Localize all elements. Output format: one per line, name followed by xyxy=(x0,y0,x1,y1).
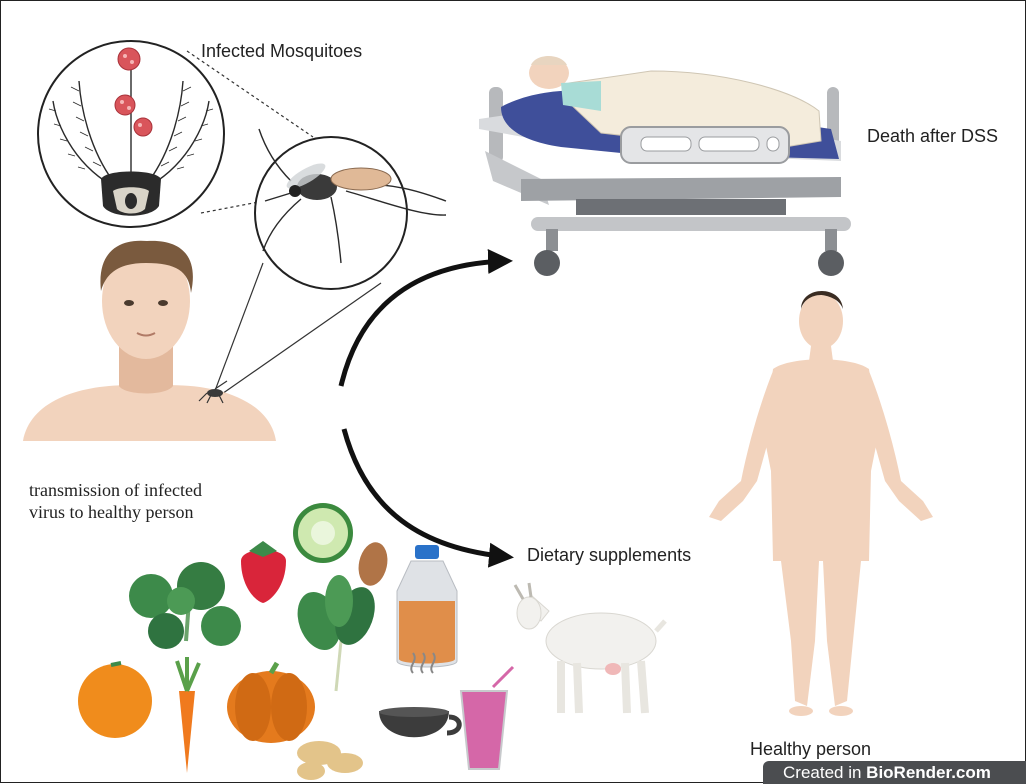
magnifier-circle-icon xyxy=(38,41,224,227)
kale-icon xyxy=(129,562,241,649)
hospital-bed-icon xyxy=(479,56,851,276)
man-bust-icon xyxy=(23,241,276,441)
biorender-watermark: Created in BioRender.com xyxy=(763,761,1026,784)
smoothie-glass-icon xyxy=(461,667,513,769)
orange-icon xyxy=(78,663,152,738)
watermark-prefix: Created in xyxy=(783,763,866,782)
dietary-supplements-label: Dietary supplements xyxy=(527,545,691,566)
mosquito-icon xyxy=(255,129,446,289)
healthy-person-label: Healthy person xyxy=(750,739,871,760)
carrot-icon xyxy=(177,657,199,773)
transmission-label-line2: virus to healthy person xyxy=(29,501,202,523)
arrows xyxy=(341,261,509,557)
goat-icon xyxy=(515,583,665,713)
almond-icon xyxy=(355,540,392,589)
strawberry-icon xyxy=(241,541,286,603)
death-after-dss-label: Death after DSS xyxy=(867,126,998,147)
pumpkin-icon xyxy=(227,663,315,743)
transmission-label-line1: transmission of infected xyxy=(29,479,202,501)
cucumber-slice-icon xyxy=(293,503,353,563)
transmission-label: transmission of infected virus to health… xyxy=(29,479,202,523)
healthy-man-icon xyxy=(709,291,933,716)
ginger-icon xyxy=(297,741,363,780)
watermark-brand: BioRender.com xyxy=(866,763,991,782)
arrow-to-diet xyxy=(344,429,509,557)
spinach-icon xyxy=(290,575,382,691)
juice-bottle-icon xyxy=(397,545,457,667)
infected-mosquitoes-label: Infected Mosquitoes xyxy=(201,41,362,62)
